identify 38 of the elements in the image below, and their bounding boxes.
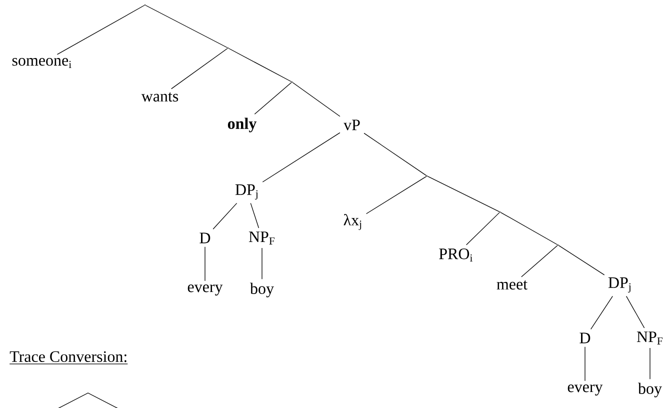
- tree-branch: [521, 245, 558, 278]
- tree-label: DP$_{j}$: [235, 184, 258, 200]
- tree-branch: [364, 132, 427, 176]
- tree-label: only: [228, 118, 257, 132]
- tree-label: D: [580, 332, 590, 344]
- tree-branch: [204, 246, 206, 282]
- tree-label: λx$_{j}$: [344, 214, 362, 230]
- tree-branch: [254, 82, 292, 114]
- tree-branch: [212, 202, 238, 230]
- tree-branch: [250, 202, 260, 228]
- tree-branch: [500, 212, 558, 245]
- tree-branch: [584, 346, 586, 382]
- tree-branch: [590, 296, 613, 330]
- tree-branch: [466, 212, 500, 246]
- section-heading: Trace Conversion:: [9, 351, 128, 364]
- tree-label: NP$_{F}$: [636, 332, 662, 344]
- tree-branch: [228, 48, 292, 82]
- tree-label: someone$_{i}$: [12, 58, 72, 68]
- tree-label: D: [200, 232, 210, 244]
- tree-label: every: [568, 384, 603, 396]
- tree-branch: [292, 82, 340, 117]
- tree-label: wants: [141, 92, 178, 102]
- tree-label: PRO$_{i}$: [439, 248, 472, 262]
- tree-branch: [366, 176, 427, 214]
- tree-label: NP$_{F}$: [248, 232, 274, 244]
- tree-label: boy: [638, 382, 662, 398]
- tree-label: boy: [250, 282, 274, 298]
- tree-label: DP$_{j}$: [608, 277, 630, 293]
- tree-label: vP: [344, 120, 360, 130]
- tree-label: every: [188, 284, 223, 296]
- tree-branch: [427, 176, 500, 212]
- tree-branch: [145, 5, 228, 48]
- tree-branch: [56, 5, 145, 55]
- tree-label: meet: [496, 280, 528, 290]
- tree-branch: [558, 245, 605, 276]
- tree-branch: [262, 132, 340, 182]
- tree-branch: [626, 296, 645, 328]
- tree-branch: [171, 48, 228, 90]
